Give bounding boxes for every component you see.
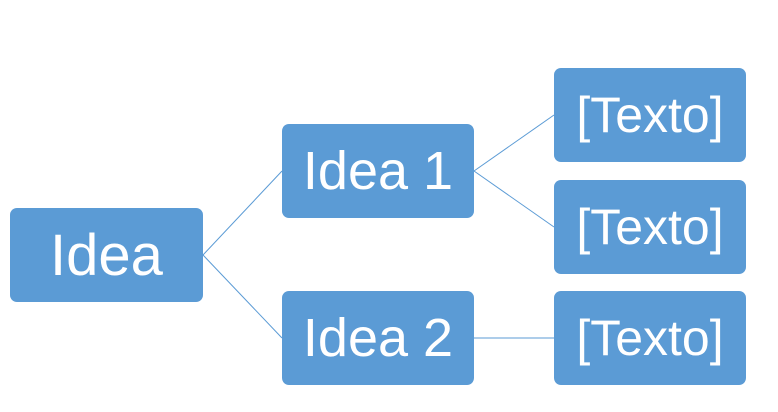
leaf-label: [Texto] bbox=[576, 87, 724, 143]
connector-root-idea2 bbox=[202, 254, 283, 339]
leaf-node-text-3[interactable]: [Texto] bbox=[554, 291, 746, 385]
leaf-node-text-2[interactable]: [Texto] bbox=[554, 180, 746, 274]
connector-idea1-text2 bbox=[473, 170, 555, 228]
root-label: Idea bbox=[50, 222, 163, 288]
branch-label: Idea 2 bbox=[302, 308, 454, 368]
leaf-label: [Texto] bbox=[576, 310, 724, 366]
connector-idea1-text1 bbox=[473, 114, 555, 172]
leaf-node-text-1[interactable]: [Texto] bbox=[554, 68, 746, 162]
branch-label: Idea 1 bbox=[302, 141, 454, 201]
root-node[interactable]: Idea bbox=[10, 208, 203, 302]
leaf-label: [Texto] bbox=[576, 199, 724, 255]
branch-node-idea-1[interactable]: Idea 1 bbox=[282, 124, 474, 218]
branch-node-idea-2[interactable]: Idea 2 bbox=[282, 291, 474, 385]
connector-root-idea1 bbox=[202, 170, 283, 256]
